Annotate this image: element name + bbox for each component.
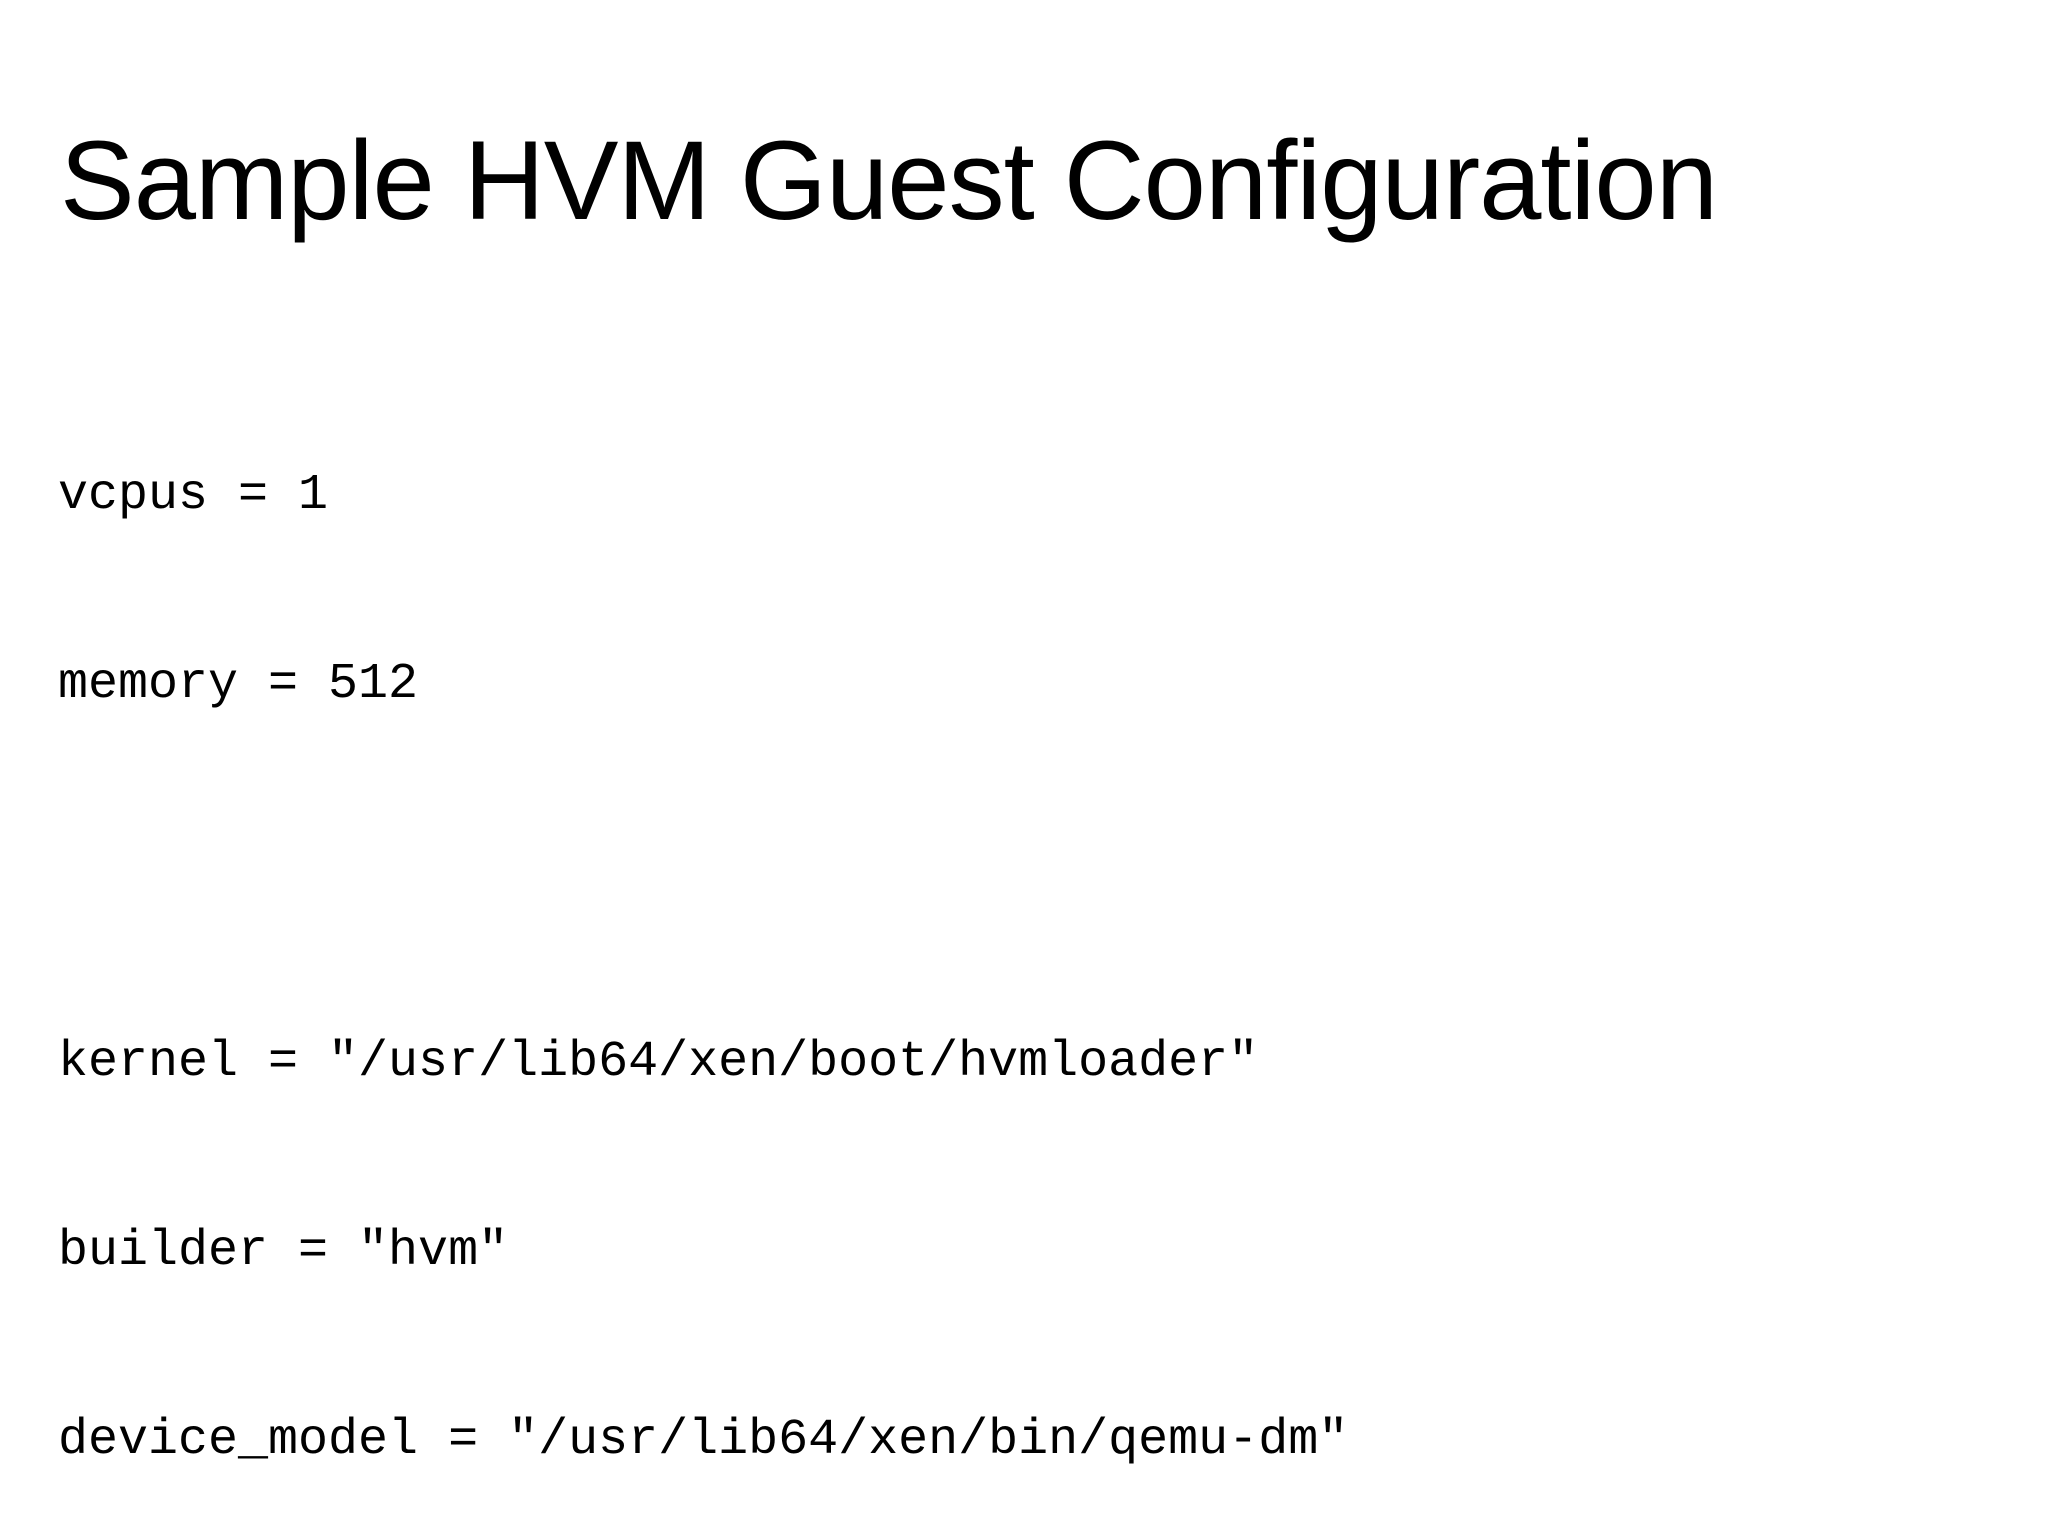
code-block: vcpus = 1 memory = 512 kernel = "/usr/li… xyxy=(58,338,2018,1536)
code-line: device_model = "/usr/lib64/xen/bin/qemu-… xyxy=(58,1412,1349,1469)
code-line-blank xyxy=(58,842,2018,905)
code-line: memory = 512 xyxy=(58,656,419,713)
page-title: Sample HVM Guest Configuration xyxy=(60,118,1718,244)
code-line: kernel = "/usr/lib64/xen/boot/hvmloader" xyxy=(58,1034,1259,1091)
code-line: vcpus = 1 xyxy=(58,467,329,524)
code-line: builder = "hvm" xyxy=(58,1223,509,1280)
